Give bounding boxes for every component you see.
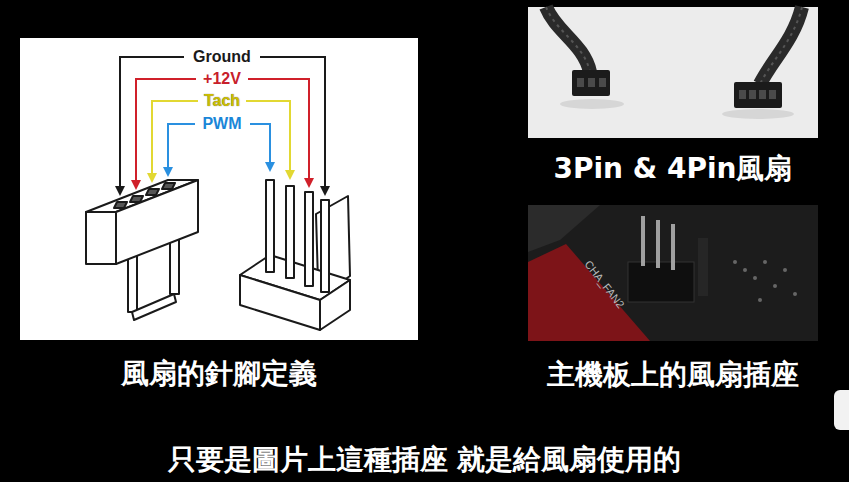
- edge-tab: [834, 390, 849, 430]
- fan-cable-photo: [546, 7, 590, 72]
- arrowhead: [304, 178, 314, 188]
- fan-cable-photo: [759, 90, 766, 99]
- panel-caption: 風扇的針腳定義: [20, 357, 418, 391]
- arrowhead: [163, 162, 275, 177]
- fan-cable-photo: [599, 78, 606, 87]
- edge-tab: [834, 390, 849, 430]
- power-wire: [136, 79, 309, 182]
- fan-cable-photo: [749, 90, 756, 99]
- motherboard-photo: [758, 298, 762, 302]
- arrowhead: [147, 173, 157, 183]
- male-header: [266, 180, 274, 272]
- fan-cable-photo: [734, 82, 782, 108]
- tach-wire: [152, 101, 290, 175]
- pin-name: +12V: [200, 70, 244, 88]
- arrowhead: [163, 167, 173, 177]
- subtitle: 只要是圖片上這種插座 就是給風扇使用的: [0, 443, 849, 477]
- power-wire: [136, 79, 196, 182]
- motherboard-photo: [733, 260, 737, 264]
- tach-wire: [246, 101, 290, 172]
- fan-cable-photo: [560, 99, 624, 109]
- motherboard-photo: [753, 276, 757, 280]
- pwm-wire: [168, 124, 195, 169]
- fan-cable-photo: [588, 78, 595, 87]
- female-connector: [146, 189, 159, 195]
- female-connector: [114, 202, 127, 208]
- fan-cable-photo: [577, 78, 584, 87]
- motherboard-photo: [763, 260, 767, 264]
- female-connector: [130, 196, 143, 202]
- pinout-panel: [20, 38, 418, 340]
- panel-caption: 主機板上的風扇插座: [528, 358, 818, 392]
- male-header: [286, 186, 294, 278]
- image-panel: 3Pin & 4Pin風扇: [528, 7, 818, 190]
- female-connector: [86, 180, 198, 320]
- arrowhead: [285, 170, 295, 180]
- motherboard-photo: [698, 238, 708, 296]
- arrowhead: [320, 186, 330, 196]
- arrowhead: [131, 180, 141, 190]
- fan-cable-photo: [722, 109, 794, 119]
- arrowhead: [265, 162, 275, 172]
- pwm-wire: [250, 124, 270, 164]
- motherboard-photo: [528, 205, 818, 341]
- fan-cable-photo: [769, 90, 776, 99]
- male-header: [321, 200, 329, 292]
- motherboard-photo: [628, 262, 694, 302]
- female-connector: [86, 212, 116, 264]
- image-panel: 主機板上的風扇插座: [528, 205, 818, 396]
- pin-name: PWM: [199, 115, 244, 133]
- ground-wire: [260, 57, 325, 188]
- tach-wire: [152, 101, 198, 175]
- motherboard-photo: [743, 268, 747, 272]
- fan-cable-photo: [528, 7, 818, 138]
- motherboard-photo: [783, 268, 787, 272]
- motherboard-photo: [773, 284, 777, 288]
- motherboard-photo: [641, 216, 645, 266]
- arrowhead: [115, 186, 125, 196]
- ground-wire: [120, 57, 325, 188]
- male-header: [240, 180, 350, 330]
- fan-cable-photo: [528, 7, 818, 138]
- power-wire: [248, 79, 309, 180]
- fan-cable-photo: [760, 7, 802, 84]
- motherboard-photo: [528, 205, 818, 341]
- motherboard-photo: [793, 292, 797, 296]
- fan-cable-photo: [760, 7, 802, 84]
- female-connector: [132, 294, 176, 320]
- panel-caption: 3Pin & 4Pin風扇: [528, 152, 818, 186]
- fan-cable-photo: [739, 90, 746, 99]
- fan-cable-photo: [572, 70, 610, 96]
- pin-name: Tach: [201, 92, 243, 110]
- female-connector: [116, 180, 198, 264]
- pin-name: Ground: [190, 48, 254, 66]
- motherboard-photo: [671, 224, 675, 270]
- male-header: [305, 192, 313, 286]
- pinout-panel: [20, 38, 418, 340]
- motherboard-photo: [656, 220, 660, 268]
- fan-cable-photo: [546, 7, 590, 72]
- female-connector: [162, 183, 175, 189]
- motherboard-photo: [528, 205, 600, 252]
